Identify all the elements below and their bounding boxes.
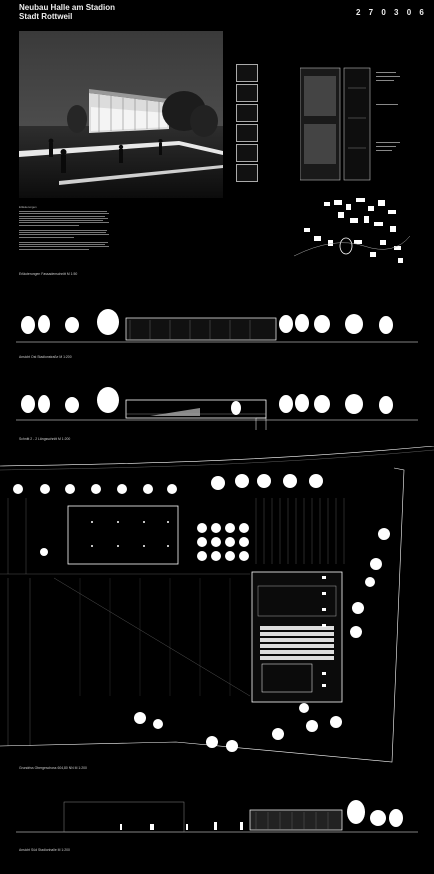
night-rendering <box>19 31 223 198</box>
title-line-2: Stadt Rottweil <box>19 12 73 21</box>
competition-code: 2 7 0 3 0 6 <box>356 8 427 17</box>
floor-plan <box>0 446 434 763</box>
caption-section: Schnitt 2 - 2 Längsschnitt M 1:200 <box>19 437 71 441</box>
site-plan-map <box>294 196 410 268</box>
facade-detail-panel <box>236 58 412 186</box>
elevation-south <box>16 800 418 833</box>
elevation-east <box>16 309 418 343</box>
poster-title: Neubau Halle am Stadion Stadt Rottweil <box>19 3 115 21</box>
longitudinal-section <box>16 387 418 430</box>
caption-facade: Erläuterungen Fassadenschnitt M 1:50 <box>19 272 78 276</box>
title-line-1: Neubau Halle am Stadion <box>19 3 116 12</box>
caption-floorplan: Grundriss Obergeschoss 604,80 NN M 1:200 <box>19 766 87 770</box>
caption-elevation-east: Ansicht Ost Stadionstraße M 1:200 <box>19 355 72 359</box>
explanation-text: Erläuterungen <box>19 205 111 251</box>
caption-elevation-south: Ansicht Süd Stadionhalle M 1:200 <box>19 848 70 852</box>
